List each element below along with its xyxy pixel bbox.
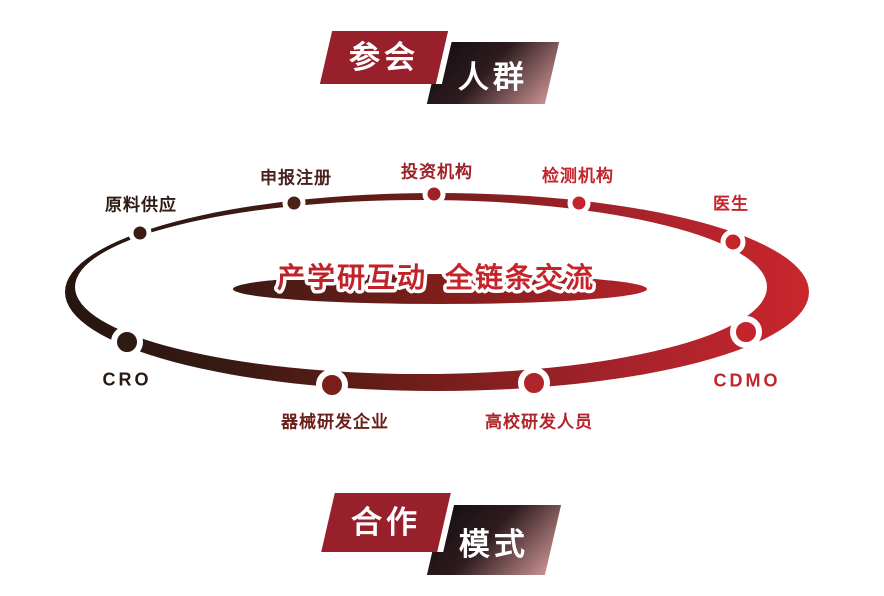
node-label-raw-material-supply: 原料供应 [105, 195, 177, 215]
node-label-investment-institutions: 投资机构 [401, 162, 473, 182]
node-dot-testing-institutions [567, 191, 591, 215]
node-label-university-rd-staff: 高校研发人员 [485, 412, 593, 432]
top-banner-secondary-label: 人群 [458, 59, 528, 95]
node-label-cro: CRO [102, 369, 152, 390]
node-dot-doctors [720, 229, 746, 255]
center-ellipse [233, 274, 647, 304]
node-label-application-registration: 申报注册 [260, 168, 332, 188]
node-dot-cdmo [730, 316, 762, 348]
node-dot-raw-material-supply [128, 221, 152, 245]
center-slogan-left: 产学研互动 [277, 261, 427, 293]
node-dot-device-rd-companies [316, 369, 348, 401]
node-dot-university-rd-staff [518, 367, 550, 399]
top-banner-primary-label: 参会 [349, 40, 419, 75]
node-label-device-rd-companies: 器械研发企业 [281, 412, 389, 432]
bottom-banner-secondary-badge: 模式 [426, 505, 562, 575]
top-banner-primary-badge: 参会 [319, 31, 449, 84]
center-slogan-right: 全链条交流 [444, 261, 595, 293]
node-label-doctors: 医生 [713, 194, 749, 214]
bottom-banner-primary-label: 合作 [351, 505, 421, 540]
node-dot-application-registration [282, 191, 306, 215]
bottom-banner-secondary-label: 模式 [459, 526, 529, 562]
bottom-banner-primary-badge: 合作 [321, 493, 451, 552]
node-label-cdmo: CDMO [713, 370, 781, 391]
top-banner-secondary-badge: 人群 [426, 42, 560, 104]
node-dot-investment-institutions [422, 182, 446, 206]
node-label-testing-institutions: 检测机构 [542, 166, 614, 186]
node-dot-cro [111, 326, 143, 358]
